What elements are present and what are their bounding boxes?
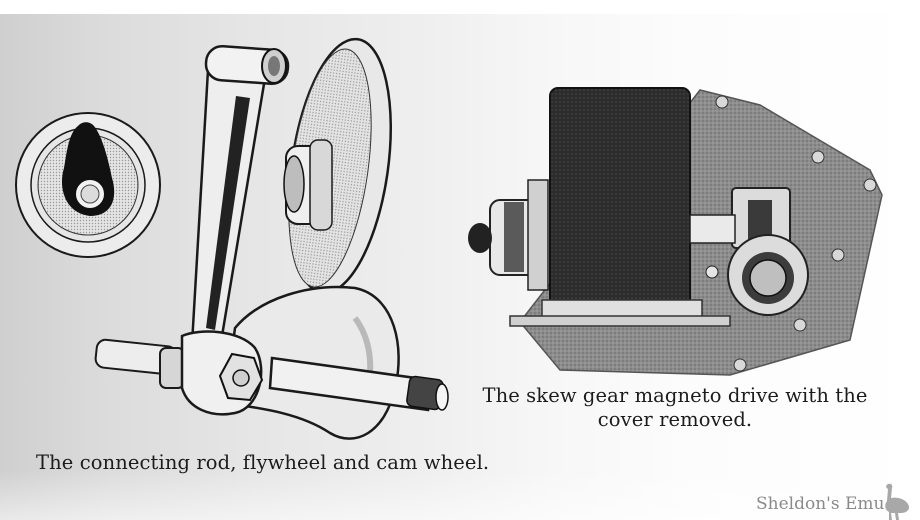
emu-icon — [874, 480, 914, 520]
flywheel — [283, 37, 393, 295]
contact-breaker — [468, 179, 549, 291]
connecting-rod-illustration — [10, 18, 460, 458]
connecting-rod — [190, 45, 290, 350]
cam-wheel — [15, 112, 161, 258]
magneto-drive-illustration — [450, 60, 895, 380]
skew-gear-housing — [689, 187, 809, 316]
crankshaft — [94, 330, 449, 416]
caption-line-2: cover removed. — [597, 408, 753, 431]
watermark-text: Sheldon's Emu — [756, 494, 885, 514]
scan-fade — [0, 470, 920, 520]
plate-screws — [715, 95, 877, 372]
magneto-magnet — [549, 87, 691, 317]
caption-magneto-drive: The skew gear magneto drive with the cov… — [470, 384, 880, 432]
caption-line-1: The skew gear magneto drive with the — [482, 384, 868, 407]
caption-connecting-rod: The connecting rod, flywheel and cam whe… — [36, 451, 490, 474]
